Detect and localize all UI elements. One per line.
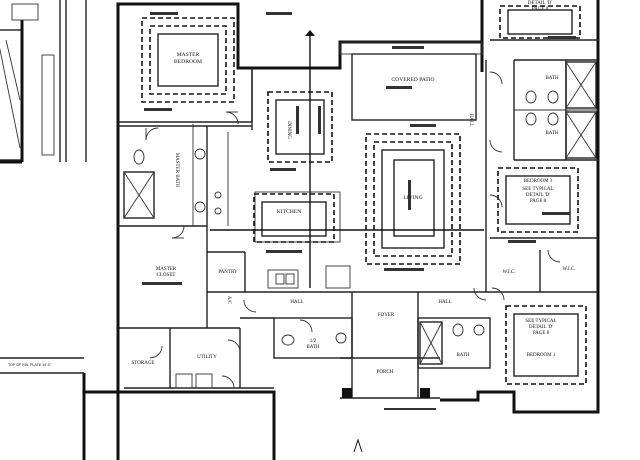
- label-kitchen: KITCHEN: [277, 209, 302, 215]
- label-utility: UTILITY: [197, 355, 217, 360]
- ceiling-note-marks: [142, 12, 576, 410]
- fixtures: [123, 61, 597, 398]
- label-typical-detail-bed2: DETAIL 'D'PAGE 8: [528, 1, 552, 12]
- label-wic-2: W.I.C.: [562, 267, 575, 272]
- label-hall-vertical: HALL: [468, 113, 473, 126]
- dining-ceiling-detail: [267, 91, 333, 163]
- label-living: LIVING: [403, 195, 422, 201]
- label-covered-patio: COVERED PATIO: [391, 77, 434, 83]
- door-swings: [145, 71, 561, 389]
- bedroom1-ceiling-detail: [505, 305, 587, 385]
- label-bath-2: BATH: [456, 353, 469, 358]
- label-bedroom-1: BEDROOM 1: [527, 353, 556, 358]
- label-ac: A/C: [226, 296, 231, 305]
- label-pantry: PANTRY: [218, 270, 238, 275]
- kitchen-ceiling-detail: [253, 193, 335, 243]
- living-ceiling-detail: [365, 133, 461, 265]
- label-porch: PORCH: [377, 370, 394, 375]
- label-hall-right: HALL: [438, 300, 451, 305]
- label-bath-upper-1: BATH: [545, 76, 558, 81]
- label-top-of-plate: TOP OF FIN. PLATE 10'-0": [8, 363, 52, 367]
- label-foyer: FOYER: [378, 313, 395, 318]
- master-bedroom-ceiling-detail: [141, 17, 235, 103]
- label-bath-upper-2: BATH: [545, 131, 558, 136]
- bedroom3-ceiling-detail: [497, 167, 579, 233]
- label-hall-left: HALL: [290, 300, 303, 305]
- label-storage: STORAGE: [132, 361, 155, 366]
- bedroom2-ceiling-detail: [499, 5, 581, 39]
- label-bedroom-3: BEDROOM 3: [524, 179, 553, 184]
- left-structure: [0, 0, 87, 460]
- label-wic-1: W.I.C.: [502, 270, 515, 275]
- section-lines: [210, 30, 484, 453]
- label-master-bath: MASTER BATH: [174, 153, 179, 188]
- label-dining: DINING: [286, 121, 291, 139]
